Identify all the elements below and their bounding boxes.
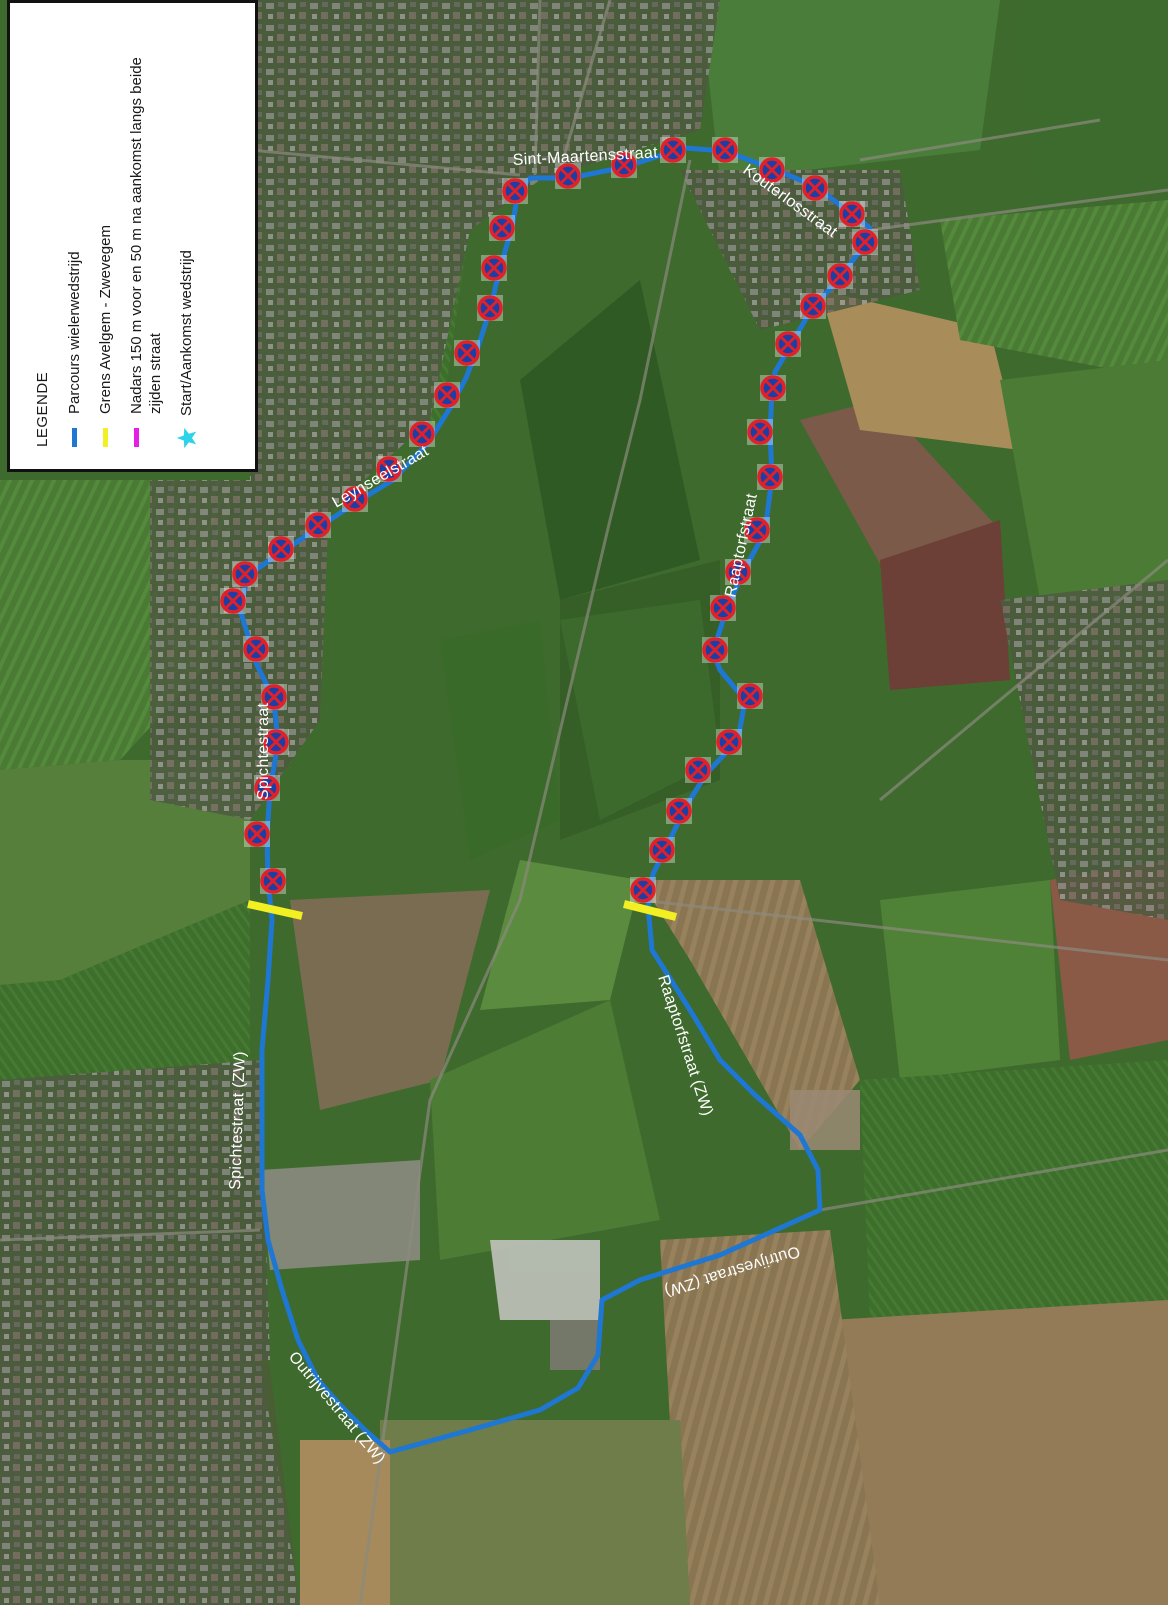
no-parking-sign-icon [268, 536, 294, 562]
no-parking-sign-icon [454, 340, 480, 366]
legend-box: LEGENDE Parcours wielerwedstrijd Grens A… [7, 0, 258, 472]
no-parking-sign-icon [489, 215, 515, 241]
no-parking-sign-icon [839, 201, 865, 227]
legend-item-start-finish: Start/Aankomst wedstrijd [176, 25, 198, 449]
no-parking-sign-icon [305, 512, 331, 538]
no-parking-sign-icon [702, 637, 728, 663]
no-parking-sign-icon [243, 636, 269, 662]
no-parking-sign-icon [261, 684, 287, 710]
no-parking-sign-icon [744, 517, 770, 543]
municipal-border-marks [247, 900, 677, 921]
no-parking-sign-icon [712, 137, 738, 163]
border-mark-raaptorfstraat [623, 900, 677, 921]
legend-label: Grens Avelgem - Zwevegem [97, 225, 114, 414]
legend-title: LEGENDE [34, 371, 51, 447]
border-mark-spichtestraat [247, 900, 303, 920]
no-parking-sign-icon [555, 163, 581, 189]
no-parking-sign-icon [260, 868, 286, 894]
no-parking-sign-icon [409, 421, 435, 447]
no-parking-sign-icon [434, 382, 460, 408]
no-parking-sign-icon [660, 137, 686, 163]
no-parking-sign-icon [725, 559, 751, 585]
no-parking-sign-icon [716, 729, 742, 755]
label-spichtestraat-zw: Spichtestraat (ZW) [227, 1051, 249, 1190]
no-parking-sign-icon [232, 561, 258, 587]
no-parking-sign-icon [263, 729, 289, 755]
no-parking-sign-icon [376, 456, 402, 482]
no-parking-sign-icon [760, 375, 786, 401]
no-parking-sign-icon [342, 486, 368, 512]
no-parking-sign-icon [710, 595, 736, 621]
no-parking-sign-icon [666, 798, 692, 824]
line-swatch-icon [103, 428, 108, 447]
no-parking-sign-icon [477, 295, 503, 321]
no-parking-sign-icon [757, 464, 783, 490]
no-parking-sign-icon [759, 157, 785, 183]
label-spichtestraat: Spichtestraat [255, 702, 272, 800]
star-icon [176, 427, 197, 449]
no-parking-sign-icon [630, 877, 656, 903]
legend-item-barriers: Nadars 150 m voor en 50 m na aankomst la… [127, 25, 165, 447]
no-parking-signs [220, 137, 878, 903]
no-parking-sign-icon [852, 229, 878, 255]
no-parking-sign-icon [800, 293, 826, 319]
no-parking-sign-icon [611, 152, 637, 178]
legend-panel: LEGENDE Parcours wielerwedstrijd Grens A… [7, 0, 258, 472]
no-parking-sign-icon [802, 175, 828, 201]
legend-label: Nadars 150 m voor en 50 m na aankomst la… [128, 57, 164, 414]
no-parking-sign-icon [747, 419, 773, 445]
no-parking-sign-icon [827, 263, 853, 289]
legend-item-border: Grens Avelgem - Zwevegem [96, 25, 115, 447]
no-parking-sign-icon [649, 837, 675, 863]
race-route [237, 145, 873, 1455]
no-parking-sign-icon [481, 255, 507, 281]
no-parking-sign-icon [244, 821, 270, 847]
no-parking-sign-icon [775, 331, 801, 357]
no-parking-sign-icon [254, 775, 280, 801]
line-swatch-icon [134, 428, 139, 447]
no-parking-sign-icon [502, 178, 528, 204]
line-swatch-icon [72, 428, 77, 447]
no-parking-sign-icon [685, 757, 711, 783]
legend-item-route: Parcours wielerwedstrijd [65, 25, 84, 447]
no-parking-sign-icon [220, 588, 246, 614]
legend-label: Start/Aankomst wedstrijd [178, 250, 195, 416]
legend-label: Parcours wielerwedstrijd [66, 251, 83, 414]
no-parking-sign-icon [737, 683, 763, 709]
